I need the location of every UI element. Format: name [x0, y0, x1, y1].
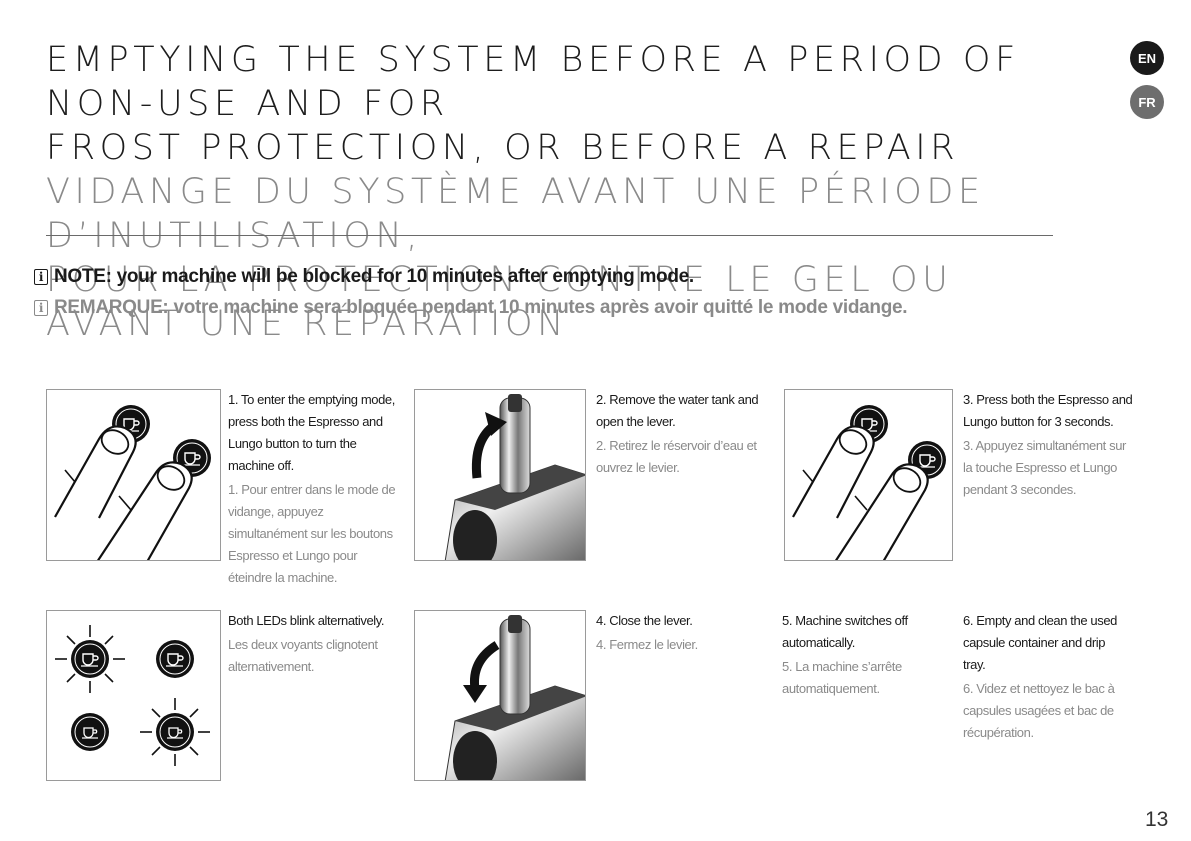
page-number: 13	[1145, 808, 1169, 831]
step-leds: Both LEDs blink alternatively. Les deux …	[228, 610, 400, 678]
step-3-fr: 3. Appuyez simultanément sur la touche E…	[963, 438, 1126, 497]
step-6: 6. Empty and clean the used capsule cont…	[963, 610, 1123, 744]
step-5-fr: 5. La machine s’arrête automatiquement.	[782, 659, 902, 696]
page-title: EMPTYING THE SYSTEM BEFORE A PERIOD OF N…	[46, 38, 1056, 346]
step-4-en: 4. Close the lever.	[596, 613, 693, 628]
info-icon: i	[34, 269, 48, 285]
title-en-line1: EMPTYING THE SYSTEM BEFORE A PERIOD OF N…	[46, 40, 1020, 124]
step-2: 2. Remove the water tank and open the le…	[596, 389, 768, 479]
illustration-open-lever	[414, 389, 586, 561]
info-icon: i	[34, 300, 48, 316]
step-4: 4. Close the lever. 4. Fermez le levier.	[596, 610, 768, 656]
title-fr-line2: POUR LA PROTECTION CONTRE LE GEL OU AVAN…	[46, 260, 953, 344]
illustration-press-3-seconds	[784, 389, 953, 561]
title-en-line2: FROST PROTECTION, OR BEFORE A REPAIR	[46, 128, 960, 168]
step-5-en: 5. Machine switches off automatically.	[782, 613, 908, 650]
step-leds-fr: Les deux voyants clignotent alternativem…	[228, 637, 378, 674]
title-fr-line1: VIDANGE DU SYSTÈME AVANT UNE PÉRIODE D’I…	[46, 172, 985, 256]
note-en-text: NOTE: your machine will be blocked for 1…	[54, 266, 694, 287]
language-tab-en[interactable]: EN	[1130, 41, 1164, 75]
step-6-en: 6. Empty and clean the used capsule cont…	[963, 613, 1117, 672]
step-1-en: 1. To enter the emptying mode, press bot…	[228, 392, 395, 473]
step-2-en: 2. Remove the water tank and open the le…	[596, 392, 759, 429]
step-1: 1. To enter the emptying mode, press bot…	[228, 389, 398, 589]
step-1-fr: 1. Pour entrer dans le mode de vidange, …	[228, 482, 396, 585]
step-5: 5. Machine switches off automatically. 5…	[782, 610, 922, 700]
language-tab-fr[interactable]: FR	[1130, 85, 1164, 119]
step-6-fr: 6. Videz et nettoyez le bac à capsules u…	[963, 681, 1115, 740]
step-leds-en: Both LEDs blink alternatively.	[228, 613, 385, 628]
note-fr: i REMARQUE: votre machine sera bloquée p…	[34, 297, 908, 319]
note-en: i NOTE: your machine will be blocked for…	[34, 266, 694, 288]
step-2-fr: 2. Retirez le réservoir d’eau et ouvrez …	[596, 438, 757, 475]
title-divider	[46, 235, 1053, 236]
note-fr-text: REMARQUE: votre machine sera bloquée pen…	[54, 297, 908, 318]
illustration-close-lever	[414, 610, 586, 781]
step-3: 3. Press both the Espresso and Lungo but…	[963, 389, 1133, 501]
illustration-press-buttons	[46, 389, 221, 561]
illustration-leds-blink	[46, 610, 221, 781]
step-3-en: 3. Press both the Espresso and Lungo but…	[963, 392, 1133, 429]
step-4-fr: 4. Fermez le levier.	[596, 637, 698, 652]
